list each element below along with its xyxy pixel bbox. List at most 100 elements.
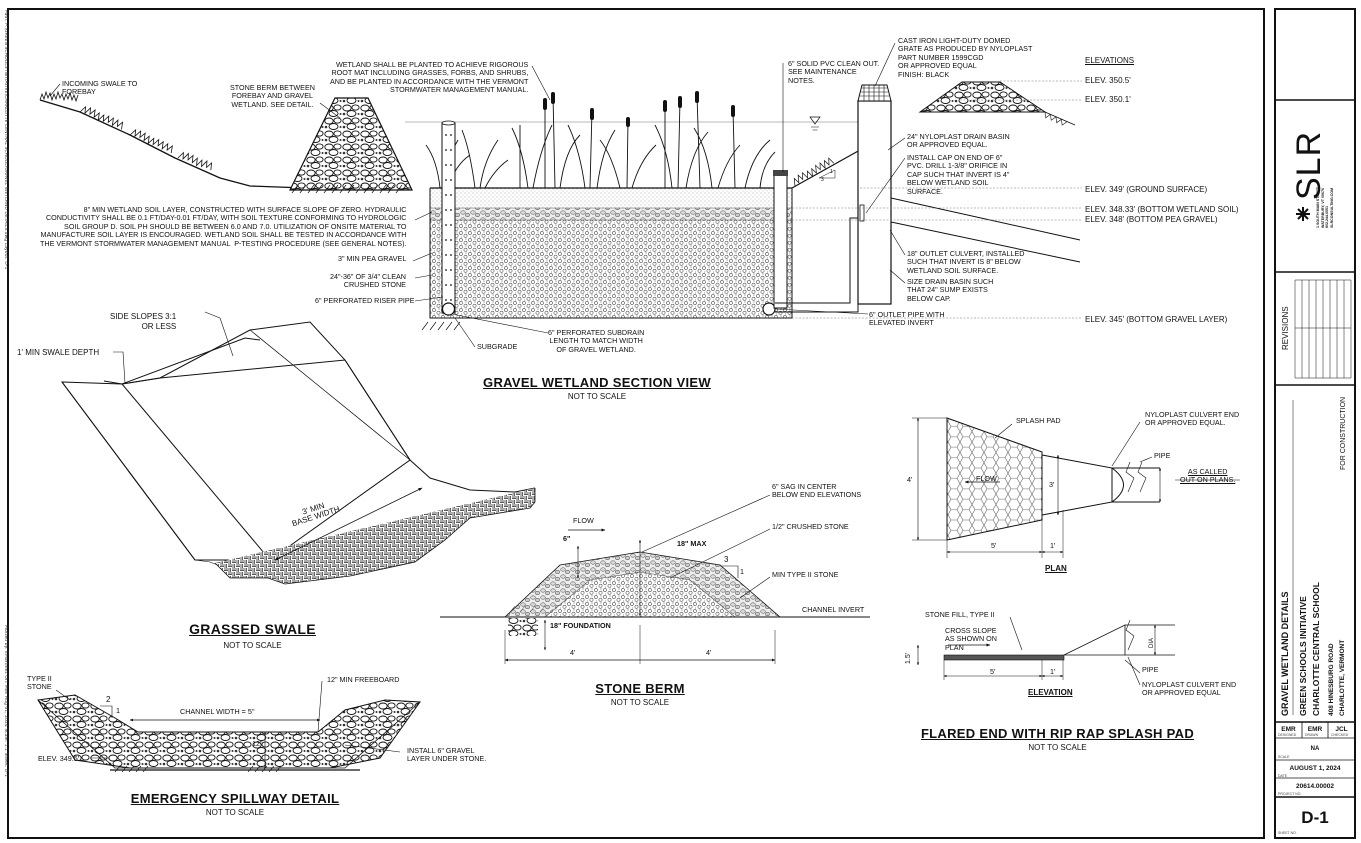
sheet-title: GRAVEL WETLAND DETAILS [1280,591,1290,717]
dim-1ft-elev: 1' [1050,667,1056,676]
splash-pad-note: SPLASH PAD [1016,416,1061,425]
cleanout-note: 6" SOLID PVC CLEAN OUT. SEE MAINTENANCE … [788,59,880,85]
sag-note: 6" SAG IN CENTER BELOW END ELEVATIONS [772,482,862,500]
grassed-swale-title: GRASSED SWALE [189,621,316,637]
cap-note: INSTALL CAP ON END OF 6" PVC. DRILL 1-3/… [907,153,1010,196]
pipe-elev-note: PIPE [1142,665,1159,674]
elevations-heading: ELEVATIONS [1085,56,1135,65]
dim-1-5ft: 1.5' [905,652,912,664]
dim-4ft: 4' [907,475,913,484]
project-number: 20614.00002 [1296,783,1334,790]
planting-note: WETLAND SHALL BE PLANTED TO ACHIEVE RIGO… [330,60,529,95]
dim-1ft: 1' [1050,541,1056,550]
drawing-border [7,8,1265,839]
plot-info-note: Plotted by: EMartinez On: Mon Aug 01, 20… [3,625,8,777]
file-path-note: Path: P:\GREEN SCHOOLS INITIATIVE\CHARLO… [3,10,8,270]
side-slopes-note: SIDE SLOPES 3:1 OR LESS [110,312,177,331]
drawn-label: DRAWN [1305,733,1319,737]
section-slope-v: 1 [830,169,833,175]
checked-by: JCL [1335,726,1348,733]
culvert-end-note: NYLOPLAST CULVERT END OR APPROVED EQUAL. [1145,410,1240,428]
berm-width-right: 4' [706,648,712,657]
spillway-scale: NOT TO SCALE [205,808,265,817]
stone-berm-scale: NOT TO SCALE [610,698,670,707]
pipe-note: PIPE [1154,451,1171,460]
revisions-label: REVISIONS [1281,306,1290,350]
freeboard-note: 12" MIN FREEBOARD [327,675,400,684]
firm-address: 1 SOUTH MAIN STREET WATERBURY, VT 05676 … [1316,187,1334,228]
spillway-elevation: ELEV. 349.5' [38,754,80,763]
date-label: DATE [1278,774,1288,778]
incoming-swale-note: INCOMING SWALE TO FOREBAY [62,79,138,97]
elevation-349: ELEV. 349' (GROUND SURFACE) [1085,185,1208,194]
flared-end-plan-graphic [912,417,1240,558]
spillway-graphic [37,680,421,773]
grassed-swale-graphic [60,311,536,585]
wetland-section-graphic [39,42,1082,348]
date-value: AUGUST 1, 2024 [1289,765,1341,772]
sump-note: SIZE DRAIN BASIN SUCH THAT 24" SUMP EXIS… [907,277,994,303]
crushed-stone-berm-note: 1/2" CRUSHED STONE [772,522,849,531]
plan-label: PLAN [1045,564,1067,573]
title-block-graphic [1275,99,1355,798]
designed-label: DESIGNED [1278,733,1297,737]
riser-pipe-note: 6" PERFORATED RISER PIPE [315,296,415,305]
elevation-350-1: ELEV. 350.1' [1085,95,1131,104]
flared-flow-label: FLOW [976,474,997,483]
as-called-note: AS CALLED OUT ON PLANS. [1180,467,1236,485]
elevation-348: ELEV. 348' (BOTTOM PEA GRAVEL) [1085,215,1218,224]
dim-3ft: 3' [1049,480,1055,489]
wetland-section-title: GRAVEL WETLAND SECTION VIEW [483,375,711,390]
project-number-label: PROJECT NO. [1278,792,1302,796]
crushed-stone-note: 24"-36" OF 3/4" CLEAN CRUSHED STONE [330,272,406,290]
culvert-note: 18" OUTLET CULVERT, INSTALLED SUCH THAT … [907,249,1025,275]
grassed-swale-scale: NOT TO SCALE [223,641,282,650]
elevation-350-5: ELEV. 350.5' [1085,76,1131,85]
diameter-label: DIA [1149,637,1155,648]
stone-berm-note: STONE BERM BETWEEN FOREBAY AND GRAVEL WE… [230,83,315,109]
elevation-348-33: ELEV. 348.33' (BOTTOM WETLAND SOIL) [1085,205,1239,214]
channel-invert-note: CHANNEL INVERT [802,605,865,614]
scale-label: SCALE [1278,755,1290,759]
sheet-number: D-1 [1301,808,1329,827]
channel-width-note: CHANNEL WIDTH = 5'' [180,707,255,716]
subgrade-note: SUBGRADE [477,342,518,351]
project-address-1: 408 HINESBURG ROAD [1328,643,1335,716]
swale-depth-note: 1' MIN SWALE DEPTH [17,348,100,357]
wetland-section-scale: NOT TO SCALE [567,392,627,401]
soil-layer-note: 8" MIN WETLAND SOIL LAYER, CONSTRUCTED W… [40,205,407,248]
dim-5ft-elev: 5' [990,667,996,676]
scale-value: NA [1310,746,1320,752]
berm-max-height: 18" MAX [677,539,707,548]
title-block-border [1274,8,1356,839]
stone-berm-title: STONE BERM [595,681,685,696]
culvert-end-elev-note: NYLOPLAST CULVERT END OR APPROVED EQUAL [1142,680,1237,698]
drawn-by: EMR [1307,726,1323,733]
pea-gravel-note: 3" MIN PEA GRAVEL [338,254,407,263]
stone-berm-graphic [440,494,870,664]
dim-5ft: 5' [991,541,997,550]
project-address-2: CHARLOTTE, VERMONT [1339,639,1346,716]
berm-width-left: 4' [570,648,576,657]
spillway-slope-h: 2 [106,695,111,704]
flared-end-scale: NOT TO SCALE [1028,743,1087,752]
berm-flow-label: FLOW [573,516,594,525]
sheet-number-label: SHEET NO. [1278,831,1297,835]
project-name-1: GREEN SCHOOLS INITIATIVE [1298,596,1308,716]
type2-stone-note: MIN TYPE II STONE [772,570,839,579]
grate-note: CAST IRON LIGHT-DUTY DOMED GRATE AS PROD… [898,36,1033,79]
spillway-depth: 12" [252,739,263,748]
checked-label: CHECKED [1331,733,1349,737]
designed-by: EMR [1281,726,1296,733]
for-construction-label: FOR CONSTRUCTION [1340,396,1347,470]
subdrain-note: 6" PERFORATED SUBDRAIN LENGTH TO MATCH W… [548,328,645,354]
project-name-2: CHARLOTTE CENTRAL SCHOOL [1311,582,1321,716]
flared-end-title: FLARED END WITH RIP RAP SPLASH PAD [920,726,1195,741]
berm-six-inch: 6" [563,534,571,543]
drain-basin-note: 24" NYLOPLAST DRAIN BASIN OR APPROVED EQ… [907,132,1010,150]
flared-end-elevation-graphic [916,616,1175,686]
cross-slope-note: CROSS SLOPE AS SHOWN ON PLAN [945,626,997,652]
spillway-title: EMERGENCY SPILLWAY DETAIL [130,791,340,806]
berm-slope-h: 3 [724,555,729,564]
